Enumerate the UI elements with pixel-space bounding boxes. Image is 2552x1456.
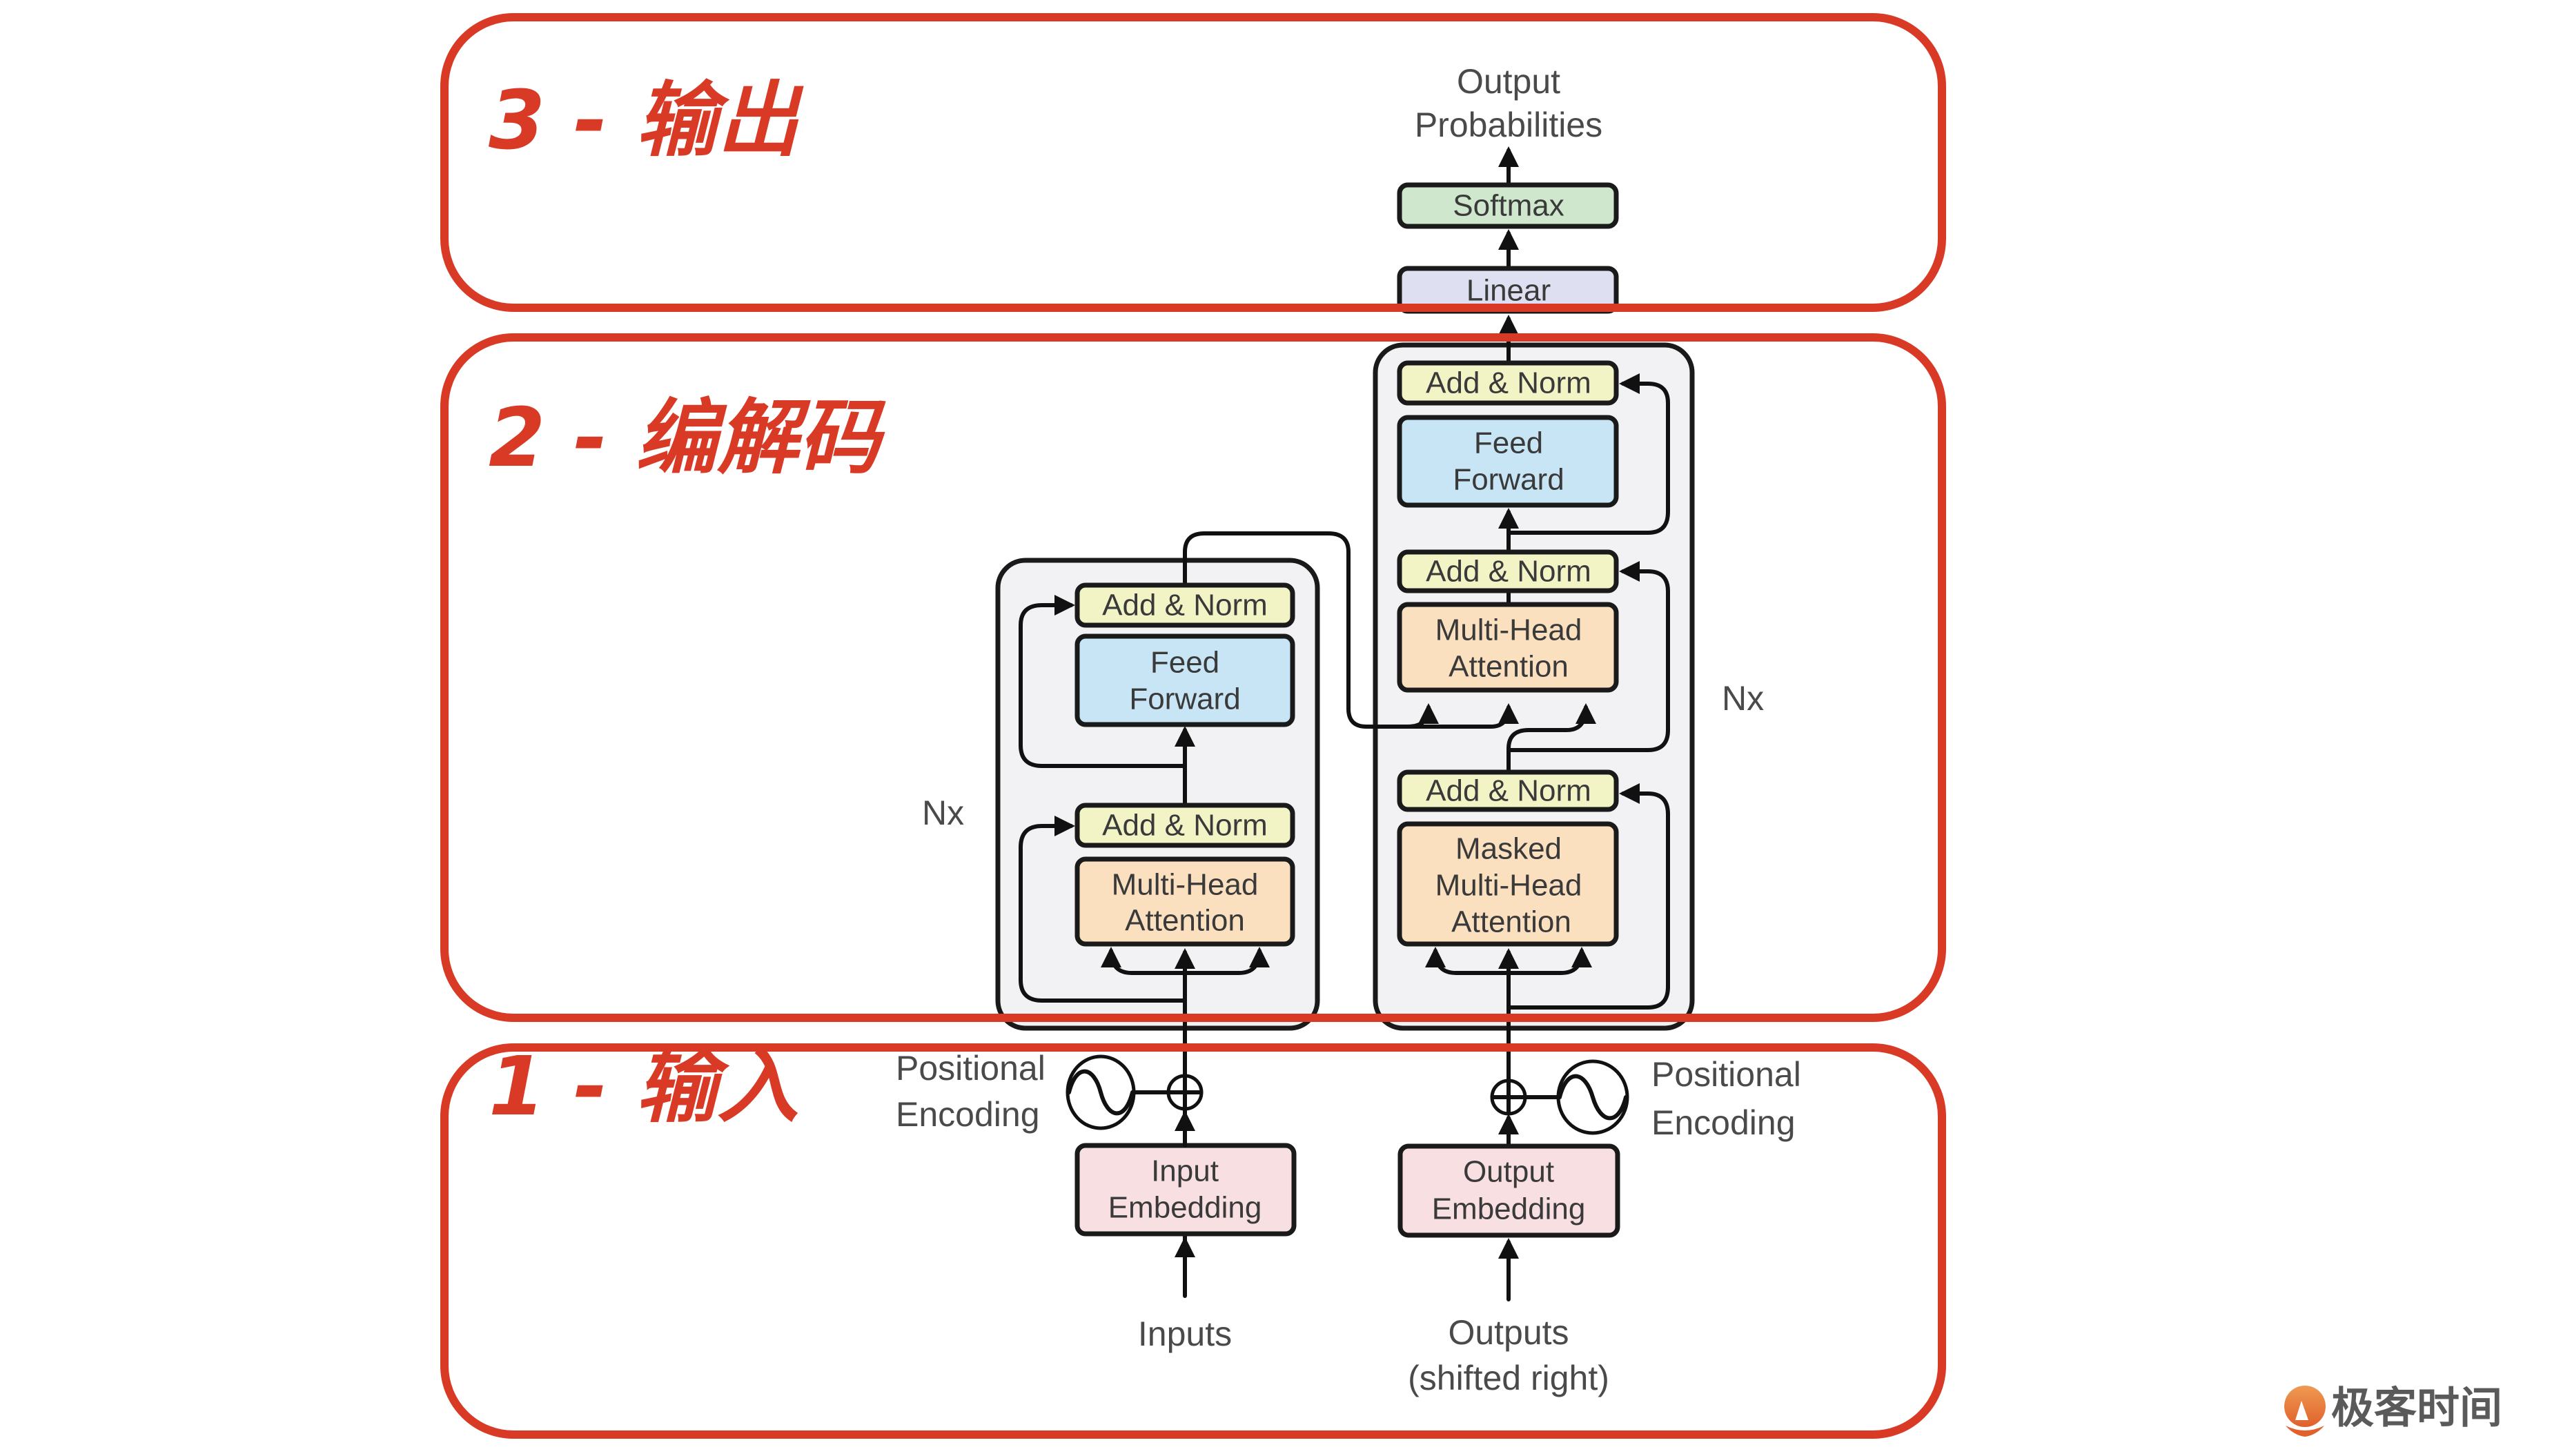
- decoder-add-norm-mid-label: Add & Norm: [1426, 555, 1591, 589]
- decoder-masked-attention-label-2: Multi-Head: [1435, 869, 1582, 903]
- encoder-repeat-label: Nx: [922, 794, 964, 832]
- geektime-logo-text: 极客时间: [2331, 1383, 2502, 1433]
- section-frame-output: [440, 13, 1946, 312]
- outputs-label-2: (shifted right): [1408, 1359, 1609, 1397]
- decoder-add-norm-mid: [1397, 549, 1619, 593]
- decoder-feed-forward-label-1: Feed: [1474, 426, 1543, 460]
- output-sine-icon: [1556, 1059, 1629, 1135]
- output-positional-label-2: Encoding: [1651, 1103, 1796, 1142]
- decoder-residual-1: [1506, 783, 1670, 1010]
- decoder-feed-forward: [1397, 415, 1619, 508]
- output-positional-label-1: Positional: [1651, 1055, 1801, 1094]
- input-positional-label-2: Encoding: [896, 1095, 1040, 1134]
- decoder-add-norm-bottom-label: Add & Norm: [1426, 774, 1591, 808]
- input-embedding-label-1: Input: [1151, 1154, 1219, 1188]
- geektime-logo-icon: [2284, 1386, 2326, 1437]
- decoder-feed-forward-label-2: Forward: [1453, 463, 1564, 497]
- decoder-add-norm-bottom: [1397, 769, 1619, 812]
- output-embedding-block: [1397, 1143, 1620, 1238]
- decoder-add-norm-top: [1397, 360, 1619, 406]
- encoder-add-norm-top-label: Add & Norm: [1102, 589, 1268, 622]
- outputs-label-1: Outputs: [1448, 1313, 1569, 1352]
- input-embedding-label-2: Embedding: [1108, 1191, 1262, 1225]
- encoder-stack: [995, 558, 1320, 1031]
- decoder-masked-fork: [1425, 947, 1592, 975]
- encoder-feed-forward-label-2: Forward: [1129, 682, 1240, 716]
- encoder-attn-fork: [1101, 947, 1270, 975]
- section-title-input: 1 - 输入: [489, 1039, 798, 1134]
- encoder-add-norm-bottom: [1074, 803, 1295, 848]
- encoder-multi-head-attention: [1074, 856, 1295, 947]
- output-add-icon: [1490, 1079, 1527, 1116]
- section-title-codec: 2 - 编解码: [489, 390, 886, 485]
- section-frame-input: [440, 1043, 1946, 1439]
- decoder-residual-2: [1506, 561, 1670, 752]
- output-probabilities-label-1: Output: [1457, 62, 1560, 101]
- output-probabilities-label-2: Probabilities: [1415, 106, 1602, 144]
- geektime-logo: 极客时间: [2284, 1383, 2502, 1437]
- decoder-cross-attention: [1397, 602, 1619, 693]
- decoder-residual-3: [1506, 373, 1670, 535]
- decoder-cross-attention-label-2: Attention: [1449, 650, 1569, 684]
- decoder-masked-attention-label-1: Masked: [1455, 832, 1562, 866]
- decoder-to-cross-attention: [1506, 703, 1596, 774]
- decoder-repeat-label: Nx: [1722, 679, 1764, 718]
- decoder-masked-attention-label-3: Attention: [1451, 905, 1571, 939]
- output-embedding-label-2: Embedding: [1432, 1192, 1586, 1226]
- output-embedding-label-1: Output: [1463, 1155, 1554, 1189]
- decoder-masked-attention: [1397, 821, 1619, 947]
- softmax-label: Softmax: [1453, 189, 1564, 223]
- encoder-to-decoder-connector-2: [1406, 703, 1519, 729]
- encoder-attention-label-1: Multi-Head: [1112, 868, 1259, 902]
- decoder-add-norm-top-label: Add & Norm: [1426, 366, 1591, 400]
- encoder-attention-label-2: Attention: [1125, 904, 1245, 938]
- input-add-icon: [1166, 1074, 1204, 1111]
- encoder-residual-1: [1019, 816, 1187, 1003]
- encoder-add-norm-top: [1074, 582, 1295, 628]
- input-positional-label-1: Positional: [896, 1049, 1046, 1088]
- section-title-output: 3 - 输出: [489, 72, 804, 168]
- encoder-residual-2: [1019, 595, 1187, 768]
- encoder-feed-forward: [1074, 633, 1295, 727]
- inputs-label: Inputs: [1138, 1315, 1232, 1353]
- section-frame-codec: [440, 333, 1946, 1022]
- softmax-block: [1397, 182, 1619, 229]
- encoder-add-norm-bottom-label: Add & Norm: [1102, 809, 1268, 843]
- input-sine-icon: [1066, 1054, 1136, 1130]
- encoder-feed-forward-label-1: Feed: [1150, 646, 1219, 680]
- linear-label: Linear: [1466, 274, 1551, 308]
- decoder-cross-attention-label-1: Multi-Head: [1435, 613, 1582, 647]
